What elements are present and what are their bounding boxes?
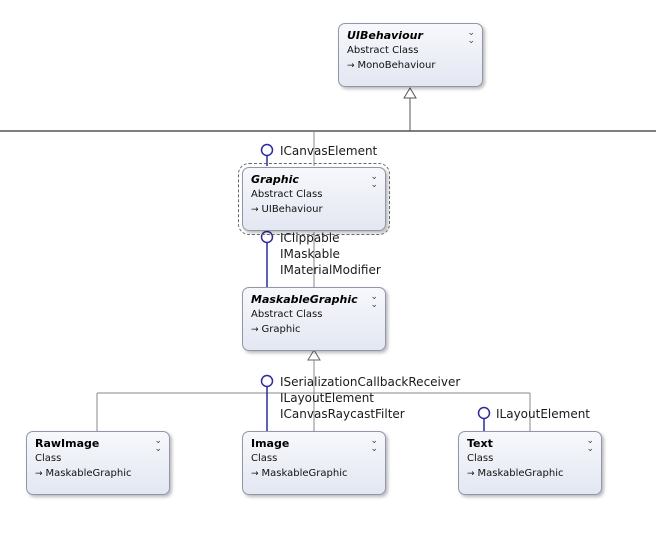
inheritance-arrow-uibehaviour <box>403 87 417 99</box>
class-name: RawImage <box>35 437 100 450</box>
class-box-text[interactable]: Text Class →MaskableGraphic ⌄⌄ <box>458 431 602 495</box>
lollipop-iclippable <box>260 230 274 244</box>
base-name: Graphic <box>261 324 301 335</box>
arrow-right-icon: → <box>251 325 259 335</box>
class-base: →MaskableGraphic <box>251 466 377 482</box>
class-name: Image <box>251 437 290 450</box>
class-name: MaskableGraphic <box>251 293 358 306</box>
arrow-right-icon: → <box>35 469 43 479</box>
arrow-right-icon: → <box>251 469 259 479</box>
base-name: UIBehaviour <box>261 204 323 215</box>
double-chevron-down-icon[interactable]: ⌄⌄ <box>370 172 377 190</box>
class-type: Class <box>467 453 494 464</box>
class-type: Class <box>35 453 62 464</box>
class-base: →Graphic <box>251 322 377 338</box>
class-type: Abstract Class <box>251 189 323 200</box>
interface-label: ICanvasRaycastFilter <box>280 407 405 421</box>
base-name: MonoBehaviour <box>357 60 436 71</box>
class-type: Class <box>251 453 278 464</box>
arrow-right-icon: → <box>251 205 259 215</box>
interface-label: IClippable <box>280 231 340 245</box>
lollipop-iserialization <box>260 374 274 388</box>
class-name: Text <box>467 437 493 450</box>
interface-label: ILayoutElement <box>496 407 591 421</box>
base-name: MaskableGraphic <box>477 468 564 479</box>
class-base: →MonoBehaviour <box>347 58 474 74</box>
interface-label: ISerializationCallbackReceiver <box>280 375 461 389</box>
interface-label: ILayoutElement <box>280 391 375 405</box>
class-base: →MaskableGraphic <box>467 466 593 482</box>
class-box-uibehaviour[interactable]: UIBehaviour Abstract Class →MonoBehaviou… <box>338 23 483 87</box>
double-chevron-down-icon[interactable]: ⌄⌄ <box>370 292 377 310</box>
double-chevron-down-icon[interactable]: ⌄⌄ <box>467 28 474 46</box>
class-box-maskablegraphic[interactable]: MaskableGraphic Abstract Class →Graphic … <box>242 287 386 351</box>
lollipop-ilayoutelement-text <box>477 406 491 420</box>
double-chevron-down-icon[interactable]: ⌄⌄ <box>154 436 161 454</box>
class-name: UIBehaviour <box>347 29 423 42</box>
double-chevron-down-icon[interactable]: ⌄⌄ <box>586 436 593 454</box>
interface-label: ICanvasElement <box>280 144 378 158</box>
arrow-right-icon: → <box>347 61 355 71</box>
inheritance-arrow-maskable <box>307 349 321 361</box>
arrow-right-icon: → <box>467 469 475 479</box>
class-name: Graphic <box>251 173 299 186</box>
class-type: Abstract Class <box>251 309 323 320</box>
interface-label: IMaskable <box>280 247 340 261</box>
base-name: MaskableGraphic <box>45 468 132 479</box>
class-box-image[interactable]: Image Class →MaskableGraphic ⌄⌄ <box>242 431 386 495</box>
class-base: →UIBehaviour <box>251 202 377 218</box>
class-type: Abstract Class <box>347 45 419 56</box>
class-box-rawimage[interactable]: RawImage Class →MaskableGraphic ⌄⌄ <box>26 431 170 495</box>
lollipop-icanvaselement <box>260 143 274 157</box>
double-chevron-down-icon[interactable]: ⌄⌄ <box>370 436 377 454</box>
base-name: MaskableGraphic <box>261 468 348 479</box>
interface-label: IMaterialModifier <box>280 263 381 277</box>
class-box-graphic[interactable]: Graphic Abstract Class →UIBehaviour ⌄⌄ <box>238 163 390 235</box>
class-base: →MaskableGraphic <box>35 466 161 482</box>
